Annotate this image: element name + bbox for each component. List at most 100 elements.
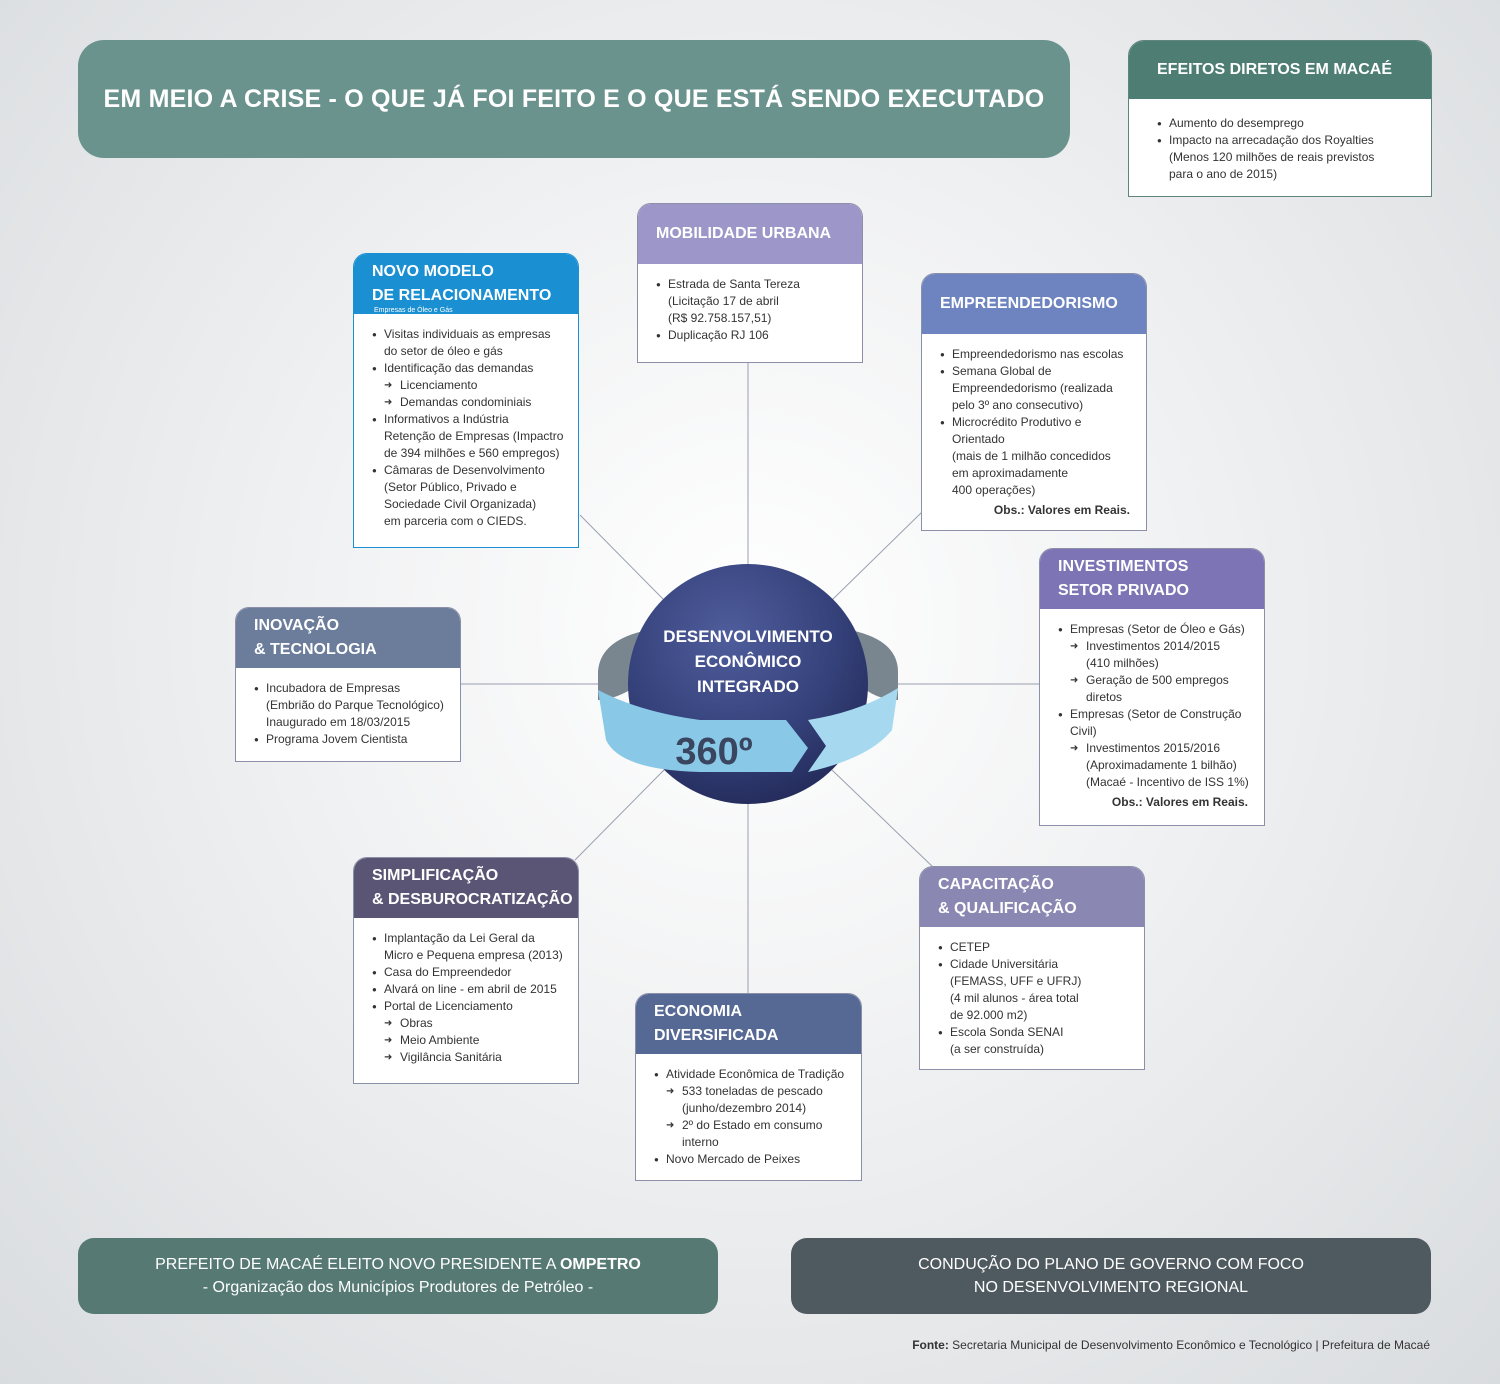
list-item: Portal de Licenciamento <box>372 998 574 1015</box>
list-item: Duplicação RJ 106 <box>656 327 850 344</box>
list-item: Identificação das demandas <box>372 360 566 377</box>
economia-title1: ECONOMIA <box>654 1003 742 1020</box>
investimentos-title2: SETOR PRIVADO <box>1058 582 1189 599</box>
novo-modelo-header: NOVO MODELO DE RELACIONAMENTO Empresas d… <box>354 254 578 314</box>
connector-capacitacao <box>831 769 935 869</box>
list-subitem: Investimentos 2015/2016 <box>1058 740 1260 757</box>
badge-360: 360º <box>675 731 752 773</box>
list-item: para o ano de 2015) <box>1169 167 1278 181</box>
mobilidade-title: MOBILIDADE URBANA <box>656 225 832 242</box>
list-item: Visitas individuais as empresas <box>372 326 566 343</box>
simplificacao-box: SIMPLIFICAÇÃO & DESBUROCRATIZAÇÃO Implan… <box>353 857 579 1084</box>
list-item: Alvará on line - em abril de 2015 <box>372 981 574 998</box>
list-item: (Embrião do Parque Tecnológico) <box>266 698 444 712</box>
center-line2: ECONÔMICO <box>695 652 802 671</box>
list-item: (a ser construída) <box>950 1042 1045 1056</box>
inovacao-box: INOVAÇÃO & TECNOLOGIA Incubadora de Empr… <box>235 607 461 762</box>
capacitacao-box: CAPACITAÇÃO & QUALIFICAÇÃO CETEP Cidade … <box>919 866 1145 1070</box>
connector-empreendedorismo <box>831 511 923 601</box>
list-item: em aproximadamente <box>952 466 1069 480</box>
list-item: Empreendedorismo nas escolas <box>940 346 1134 363</box>
investimentos-box: INVESTIMENTOS SETOR PRIVADO Empresas (Se… <box>1039 548 1265 826</box>
list-item: (R$ 92.758.157,51) <box>668 311 772 325</box>
list-subitem: (Aproximadamente 1 bilhão) <box>1086 758 1237 772</box>
list-item: Empreendedorismo (realizada <box>952 381 1113 395</box>
bottom-right-banner: CONDUÇÃO DO PLANO DE GOVERNO COM FOCO NO… <box>791 1238 1431 1314</box>
mobilidade-header: MOBILIDADE URBANA <box>638 204 862 264</box>
novo-modelo-title1: NOVO MODELO <box>372 263 494 280</box>
list-item: Orientado <box>952 432 1005 446</box>
list-subitem: Obras <box>372 1015 574 1032</box>
list-item: (4 mil alunos - área total <box>950 991 1079 1005</box>
list-item: Implantação da Lei Geral da <box>372 930 574 947</box>
list-item: Incubadora de Empresas <box>254 680 456 697</box>
list-item: Estrada de Santa Tereza <box>656 276 850 293</box>
list-subitem: 533 toneladas de pescado <box>654 1083 857 1100</box>
list-subitem: diretos <box>1086 690 1123 704</box>
list-item: em parceria com o CIEDS. <box>384 514 527 528</box>
list-item: Câmaras de Desenvolvimento <box>372 462 566 479</box>
inovacao-title1: INOVAÇÃO <box>254 617 340 634</box>
simplificacao-title2: & DESBUROCRATIZAÇÃO <box>372 891 573 908</box>
mobilidade-urbana-box: MOBILIDADE URBANA Estrada de Santa Terez… <box>637 203 863 363</box>
economia-box: ECONOMIA DIVERSIFICADA Atividade Econômi… <box>635 993 862 1181</box>
center-line1: DESENVOLVIMENTO <box>663 627 832 646</box>
bottom-right-line2: NO DESENVOLVIMENTO REGIONAL <box>973 1279 1249 1296</box>
efeitos-diretos-box: EFEITOS DIRETOS EM MACAÉ Aumento do dese… <box>1128 40 1432 197</box>
list-subitem: (junho/dezembro 2014) <box>682 1101 807 1115</box>
simplificacao-header: SIMPLIFICAÇÃO & DESBUROCRATIZAÇÃO <box>354 858 578 918</box>
list-subitem: Geração de 500 empregos <box>1058 672 1260 689</box>
empreendedorismo-title: EMPREENDEDORISMO <box>940 295 1118 312</box>
source-text: Secretaria Municipal de Desenvolvimento … <box>948 1338 1430 1352</box>
list-item: Programa Jovem Cientista <box>254 731 456 748</box>
center-line3: INTEGRADO <box>697 677 799 696</box>
capacitacao-title2: & QUALIFICAÇÃO <box>938 900 1077 917</box>
list-item: Impacto na arrecadação dos Royalties <box>1157 132 1419 149</box>
list-subitem: Vigilância Sanitária <box>372 1049 574 1066</box>
source-note: Fonte: Secretaria Municipal de Desenvolv… <box>912 1338 1430 1352</box>
list-item: Semana Global de <box>940 363 1134 380</box>
empreendedorismo-header: EMPREENDEDORISMO <box>922 274 1146 334</box>
list-subitem: (Macaé - Incentivo de ISS 1%) <box>1086 775 1249 789</box>
list-item: (Menos 120 milhões de reais previstos <box>1169 150 1375 164</box>
list-item: Atividade Econômica de Tradição <box>654 1066 857 1083</box>
obs-note: Obs.: Valores em Reais. <box>993 503 1130 517</box>
economia-title2: DIVERSIFICADA <box>654 1027 779 1044</box>
list-item: Empresas (Setor de Óleo e Gás) <box>1058 621 1260 638</box>
list-item: (FEMASS, UFF e UFRJ) <box>950 974 1082 988</box>
list-item: Casa do Empreendedor <box>372 964 574 981</box>
investimentos-header: INVESTIMENTOS SETOR PRIVADO <box>1040 549 1264 609</box>
list-item: de 92.000 m2) <box>950 1008 1028 1022</box>
list-item: Inaugurado em 18/03/2015 <box>266 715 411 729</box>
novo-modelo-title2: DE RELACIONAMENTO <box>372 287 552 304</box>
list-item: Empresas (Setor de Construção <box>1058 706 1260 723</box>
novo-modelo-subtitle: Empresas de Óleo e Gás <box>374 307 453 314</box>
list-item: Micro e Pequena empresa (2013) <box>384 948 563 962</box>
list-item: Sociedade Civil Organizada) <box>384 497 537 511</box>
list-item: pelo 3º ano consecutivo) <box>952 398 1084 412</box>
ribbon-front <box>598 690 808 772</box>
simplificacao-title1: SIMPLIFICAÇÃO <box>372 867 499 884</box>
economia-header: ECONOMIA DIVERSIFICADA <box>636 994 861 1054</box>
source-label: Fonte: <box>912 1338 949 1352</box>
efeitos-header: EFEITOS DIRETOS EM MACAÉ <box>1129 41 1431 99</box>
connector-novo-modelo <box>579 514 665 601</box>
connector-simplificacao <box>574 769 665 861</box>
list-item: Cidade Universitária <box>938 956 1132 973</box>
list-subitem: 2º do Estado em consumo <box>654 1117 857 1134</box>
list-subitem: (410 milhões) <box>1086 656 1159 670</box>
list-item: (Setor Público, Privado e <box>384 480 517 494</box>
list-item: Informativos a Indústria <box>372 411 566 428</box>
list-subitem: Demandas condominiais <box>372 394 566 411</box>
ompetro-label: OMPETRO <box>559 1256 641 1273</box>
list-item: Microcrédito Produtivo e <box>940 414 1134 431</box>
bottom-left-line1: PREFEITO DE MACAÉ ELEITO NOVO PRESIDENTE… <box>155 1253 641 1276</box>
list-subitem: Meio Ambiente <box>372 1032 574 1049</box>
capacitacao-header: CAPACITAÇÃO & QUALIFICAÇÃO <box>920 867 1144 927</box>
list-subitem: Investimentos 2014/2015 <box>1058 638 1260 655</box>
bottom-left-prefix: PREFEITO DE MACAÉ ELEITO NOVO PRESIDENTE… <box>155 1256 560 1273</box>
list-subitem: interno <box>682 1135 719 1149</box>
inovacao-title2: & TECNOLOGIA <box>254 641 377 658</box>
list-item: (Licitação 17 de abril <box>668 294 779 308</box>
